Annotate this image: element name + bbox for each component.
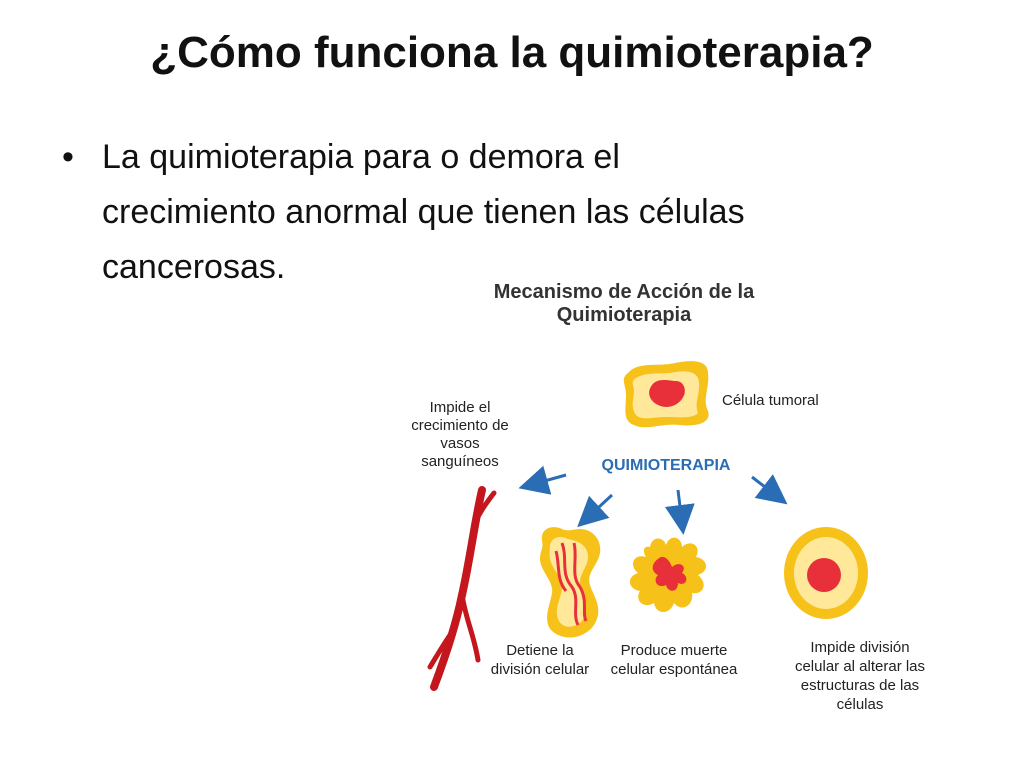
arrow-to-dividing-cell [577,493,614,528]
tumor-cell-label: Célula tumoral [722,392,819,409]
effect-label-line: vasos [440,435,479,452]
vessel-branch [471,490,497,528]
diagram-heading-line: Quimioterapia [557,304,692,326]
vessel-branch [459,592,481,663]
effect-label-line: Impide el [430,399,491,416]
arrow-to-altered-cell [751,474,788,505]
dying-cell-icon [629,537,707,612]
effect-label-line: células [837,696,884,713]
bullet-item: • La quimioterapia para o demora el crec… [62,130,942,295]
altered-cell-nucleus [807,558,841,592]
effect-label-line: Detiene la [506,642,574,659]
bullet-symbol: • [62,138,74,176]
dividing-cell-icon [540,527,601,638]
bullet-list: • La quimioterapia para o demora el crec… [62,130,942,295]
bullet-text: La quimioterapia para o demora el crecim… [102,130,942,295]
arrow-to-dying-cell [664,489,695,535]
tumor-cell-nucleus [649,380,685,407]
chromosome-strand [554,550,568,592]
effect-label-line: celular espontánea [611,661,738,678]
effect-label-line: crecimiento de [411,417,509,434]
chemotherapy-label: QUIMIOTERAPIA [602,457,731,474]
effect-label-line: Impide división [810,639,909,656]
vessel-branch [427,632,453,670]
mechanism-diagram: Mecanismo de Acción de la Quimioterapia … [390,275,960,745]
effect-label-line: división celular [491,661,589,678]
arrows [518,465,788,535]
effect-label-line: estructuras de las [801,677,919,694]
altered-cell-icon [784,527,868,619]
blood-vessel-icon [427,486,497,691]
effect-label-line: Produce muerte [621,642,728,659]
bullet-line: cancerosas. [102,248,286,286]
chromosome-strand [572,542,588,622]
bullet-line: crecimiento anormal que tienen las célul… [102,193,745,231]
arrow-to-vessel [518,465,567,495]
dying-cell-nucleus [652,556,687,591]
chromosome-strand [560,542,580,626]
bullet-line: La quimioterapia para o demora el [102,138,620,176]
effect-label-line: sanguíneos [421,453,499,470]
mechanism-diagram-svg: Mecanismo de Acción de la Quimioterapia … [411,281,925,713]
effect-label-line: celular al alterar las [795,658,925,675]
diagram-heading-line: Mecanismo de Acción de la [494,281,755,303]
slide-title: ¿Cómo funciona la quimioterapia? [150,28,874,77]
tumor-cell-icon [623,361,709,428]
